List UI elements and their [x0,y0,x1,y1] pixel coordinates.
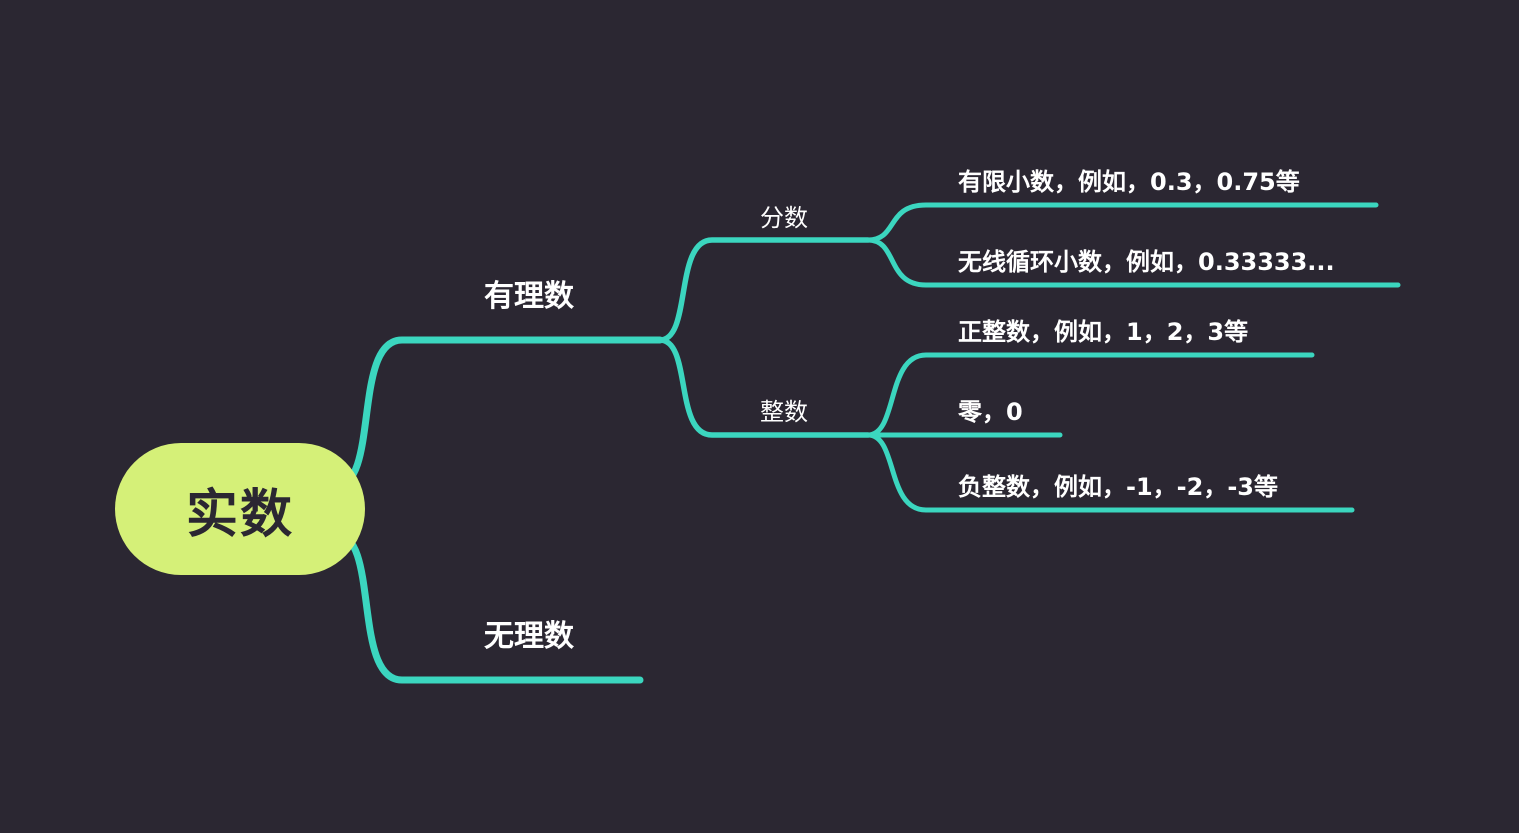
node-root-label: 实数 [185,484,294,545]
node-zero[interactable]: 零，0 [958,398,1023,426]
node-root[interactable]: 实数 [115,443,365,575]
node-irrational[interactable]: 无理数 [484,619,574,654]
connector-root-irrational [332,530,644,684]
node-negative-integer[interactable]: 负整数，例如，-1，-2，-3等 [958,473,1278,501]
connector-root-rational [332,336,664,490]
node-positive-integer[interactable]: 正整数，例如，1，2，3等 [958,318,1249,346]
node-rational[interactable]: 有理数 [484,279,574,314]
node-repeating-decimal[interactable]: 无线循环小数，例如，0.33333... [958,248,1335,276]
connector-fraction-repeating-decimal [865,237,1401,288]
node-integer[interactable]: 整数 [760,398,808,426]
connector-rational-integer [657,337,871,438]
connector-integer-negative [865,432,1355,513]
connector-integer-positive [865,352,1315,438]
connector-rational-fraction [657,237,871,343]
node-finite-decimal[interactable]: 有限小数，例如，0.3，0.75等 [958,168,1300,196]
node-fraction[interactable]: 分数 [760,204,808,232]
connector-fraction-finite-decimal [865,202,1379,243]
